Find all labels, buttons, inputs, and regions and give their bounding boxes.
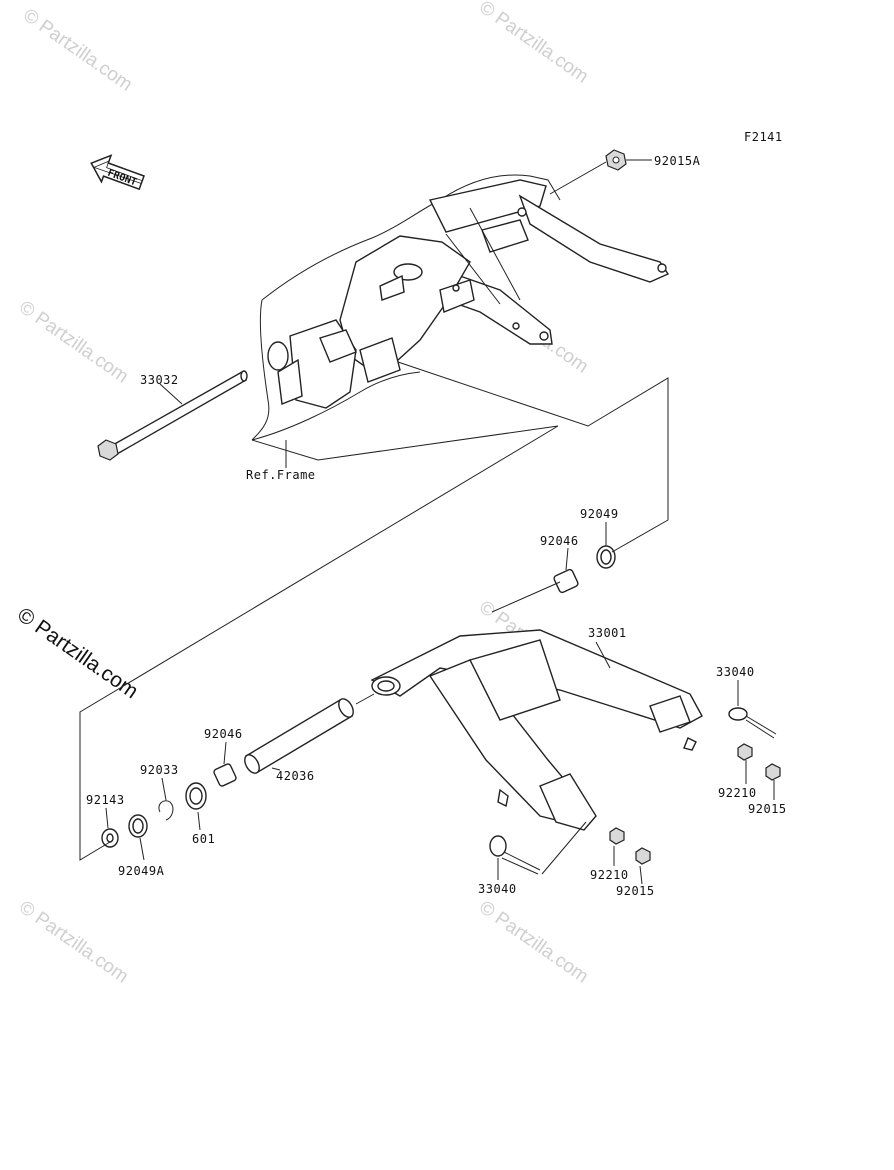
front-arrow-icon: FRONT: [90, 154, 145, 191]
pivot-shaft: [97, 370, 248, 461]
nut-top: [605, 149, 627, 171]
part-labels: 92015A 33032 Ref.Frame 92049 92046 33001…: [86, 154, 787, 898]
sleeve: [244, 698, 354, 774]
label-92046-lower: 92046: [204, 727, 243, 741]
small-parts: [101, 545, 616, 848]
label-92143: 92143: [86, 793, 125, 807]
label-92046-upper: 92046: [540, 534, 579, 548]
watermark: © Partzilla.com: [15, 297, 132, 388]
label-92049A: 92049A: [118, 864, 165, 878]
label-33001: 33001: [588, 626, 627, 640]
label-92210-left: 92210: [590, 868, 629, 882]
label-33040-right: 33040: [716, 665, 755, 679]
label-42036: 42036: [276, 769, 315, 783]
watermark-large: © Partzilla.com: [13, 603, 142, 703]
frame-drawing: [251, 174, 670, 441]
label-601: 601: [192, 832, 215, 846]
label-92049: 92049: [580, 507, 619, 521]
label-33032: 33032: [140, 373, 179, 387]
leader-lines: [79, 159, 775, 885]
label-92015A: 92015A: [654, 154, 701, 168]
watermark: © Partzilla.com: [19, 5, 136, 96]
adjusters: [489, 707, 781, 875]
watermarks: © Partzilla.com © Partzilla.com © Partzi…: [13, 0, 592, 988]
watermark: © Partzilla.com: [15, 897, 132, 988]
watermark: © Partzilla.com: [475, 897, 592, 988]
swingarm: [370, 629, 703, 831]
label-92033: 92033: [140, 763, 179, 777]
watermark: © Partzilla.com: [475, 0, 592, 88]
label-ref-frame: Ref.Frame: [246, 468, 316, 482]
label-33040-left: 33040: [478, 882, 517, 896]
figure-code: F2141: [744, 130, 783, 144]
label-92015-right: 92015: [748, 802, 787, 816]
label-92210-right: 92210: [718, 786, 757, 800]
label-92015-left: 92015: [616, 884, 655, 898]
